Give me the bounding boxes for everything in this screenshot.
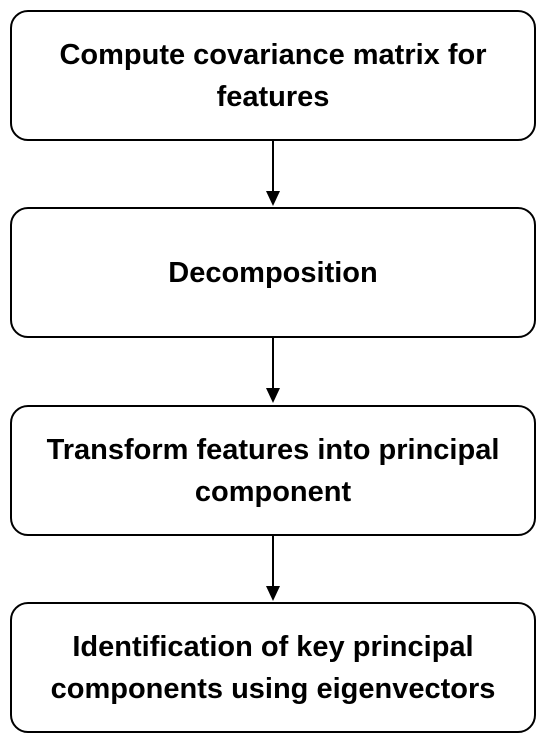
step-box-identification: Identification of key principal componen… <box>10 602 536 733</box>
step-label-decomposition: Decomposition <box>168 256 378 289</box>
step-box-transform: Transform features into principal compon… <box>10 405 536 536</box>
step-label-covariance: Compute covariance matrix for features <box>59 38 487 113</box>
flow-arrow-1 <box>266 141 280 206</box>
step-label-transform: Transform features into principal compon… <box>46 433 500 508</box>
flow-arrow-2 <box>266 338 280 403</box>
step-box-decomposition: Decomposition <box>10 207 536 338</box>
flow-arrow-3 <box>266 536 280 601</box>
step-box-covariance: Compute covariance matrix for features <box>10 10 536 141</box>
step-label-identification: Identification of key principal componen… <box>50 630 496 705</box>
